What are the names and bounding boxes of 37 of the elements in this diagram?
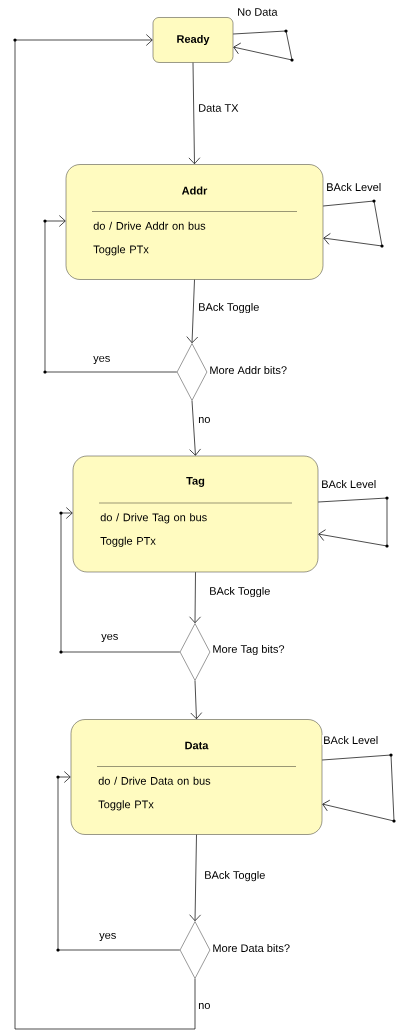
- edge-label: yes: [100, 632, 120, 644]
- arrow: [43, 215, 178, 374]
- edge-label: BAck Toggle: [203, 869, 267, 883]
- edge-label: No Data: [236, 7, 279, 17]
- state-box: Addr do / Drive Addr on bus Toggle PTx: [65, 164, 324, 280]
- arrow: [59, 507, 181, 654]
- arrow: [186, 279, 199, 344]
- arrow: [188, 62, 201, 165]
- edge-label: BAck Level: [320, 478, 378, 490]
- arrow: [189, 834, 201, 922]
- edge-label: no: [197, 416, 212, 424]
- arrow: [317, 496, 389, 548]
- decision-diamond: [179, 921, 211, 979]
- edge-label: BAck Toggle: [197, 301, 261, 315]
- decision-label: More Addr bits?: [210, 365, 287, 375]
- decision-label: More Data bits?: [213, 943, 290, 953]
- edge-label: yes: [92, 354, 112, 366]
- arrow: [232, 29, 294, 62]
- arrow: [190, 680, 203, 720]
- arrow: [189, 400, 201, 456]
- edge-label: BAck Toggle: [208, 585, 272, 599]
- arrow: [13, 34, 196, 1030]
- decision-label: More Tag bits?: [213, 644, 285, 656]
- state-box: Tag do / Drive Tag on bus Toggle PTx: [72, 455, 319, 573]
- arrow: [322, 199, 384, 248]
- arrow: [321, 753, 396, 823]
- decision-diamond: [179, 623, 211, 681]
- edge-label: BAck Level: [325, 181, 383, 193]
- state-box: Ready: [152, 17, 234, 63]
- edge-label: Data TX: [197, 103, 240, 113]
- decision-diamond: [176, 343, 208, 401]
- arrow: [189, 571, 201, 624]
- arrow: [56, 771, 181, 952]
- edge-label: yes: [98, 931, 118, 943]
- edge-label: no: [197, 1002, 212, 1010]
- edge-label: BAck Level: [322, 734, 380, 746]
- state-box: Data do / Drive Data on bus Toggle PTx: [70, 719, 323, 835]
